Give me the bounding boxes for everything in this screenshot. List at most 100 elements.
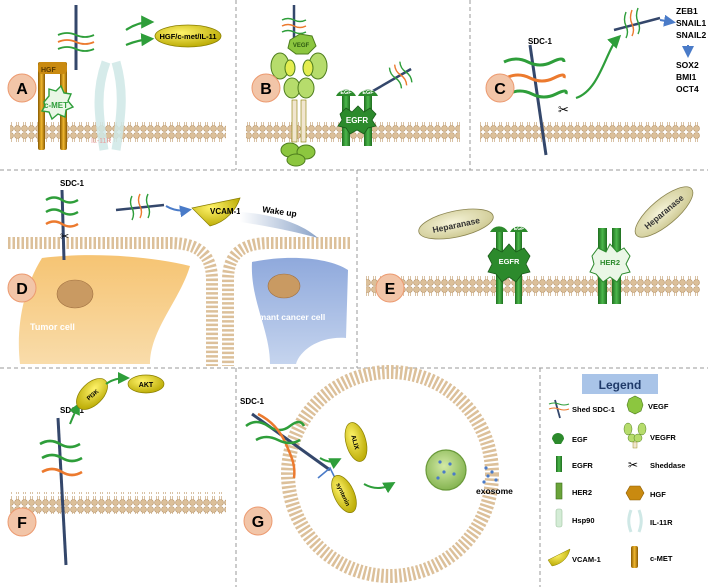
hgf-ligand bbox=[38, 62, 67, 74]
hgf-label: HGF bbox=[41, 67, 57, 74]
sdc1-label-d: SDC-1 bbox=[60, 179, 85, 188]
panel-letter-c-badge bbox=[485, 73, 515, 103]
her2-receptor bbox=[589, 228, 631, 304]
vcam1-ligand bbox=[191, 197, 241, 227]
exosome-release bbox=[482, 466, 498, 484]
legend-label-vegfr: VEGFR bbox=[650, 433, 676, 442]
intraluminal-vesicle bbox=[425, 449, 467, 491]
legend-label-shed-sdc1: Shed SDC-1 bbox=[572, 405, 615, 414]
cell-membrane-c bbox=[480, 120, 700, 142]
panel-c: SDC-1 ✂ ZEB1 SNAIL1 SNAIL2 SOX2 BMI1 OCT… bbox=[480, 6, 707, 156]
cmet-receptor bbox=[38, 62, 45, 150]
pathway-label: HGF/c-met/IL-11 bbox=[159, 32, 216, 41]
her2-icon bbox=[555, 482, 563, 500]
exosome-label: exosome bbox=[476, 486, 513, 496]
tumor-nucleus bbox=[56, 279, 94, 309]
cmet-star bbox=[40, 84, 75, 121]
egfr-label-e: EGFR bbox=[499, 257, 520, 266]
cell-membrane-d-right bbox=[222, 237, 350, 366]
egf-label-e: EGF bbox=[514, 226, 524, 232]
panel-letter-c: C bbox=[494, 81, 506, 98]
panel-letter-b: B bbox=[260, 81, 272, 98]
cell-membrane-f bbox=[10, 492, 226, 514]
legend-label-egf: EGF bbox=[572, 435, 588, 444]
gene-sox2: SOX2 bbox=[676, 60, 699, 70]
panel-letter-g-badge bbox=[243, 506, 273, 536]
sdc1-label-g: SDC-1 bbox=[240, 397, 265, 406]
egf-label-left: EGF bbox=[340, 90, 352, 96]
hsp90-icon bbox=[555, 508, 563, 528]
heparanase-right bbox=[634, 186, 694, 238]
tumor-cell-label: Tumor cell bbox=[30, 322, 75, 332]
panel-b: VEGF EGF EGF EGFR B bbox=[246, 5, 460, 167]
tumor-cell bbox=[18, 255, 191, 364]
panel-letter-g: G bbox=[252, 514, 264, 531]
shed-sdc1-c bbox=[613, 7, 661, 39]
dormant-nucleus bbox=[267, 273, 301, 299]
vcam1-icon bbox=[547, 548, 571, 567]
exosome-cargo bbox=[436, 460, 456, 480]
gene-oct4: OCT4 bbox=[676, 84, 699, 94]
egfr-receptor-e bbox=[487, 226, 531, 304]
shed-sdc1-icon bbox=[548, 399, 570, 419]
akt-label: AKT bbox=[139, 382, 154, 389]
hgf-icon bbox=[625, 485, 645, 501]
legend-label-il11r: IL-11R bbox=[650, 518, 673, 527]
akt-node bbox=[127, 374, 165, 394]
panel-letter-d-badge bbox=[7, 273, 37, 303]
il11r-receptor bbox=[94, 60, 111, 151]
egf-icon bbox=[552, 433, 564, 444]
heparanase-left bbox=[418, 208, 494, 240]
wake-up-arrow bbox=[240, 212, 318, 238]
dormant-cancer-cell bbox=[251, 257, 348, 364]
vegf-icon bbox=[626, 395, 644, 415]
legend-title-box bbox=[582, 374, 658, 394]
panel-letter-b-badge bbox=[251, 73, 281, 103]
panel-a: HGF c-MET IL-11R HGF/c-met/IL-11 A bbox=[7, 5, 226, 151]
sdc1-label-c: SDC-1 bbox=[528, 37, 553, 46]
shed-sdc1-d bbox=[115, 193, 165, 221]
syntenin-node bbox=[331, 475, 357, 513]
scissors-icon-d: ✂ bbox=[60, 231, 69, 243]
gene-snail2: SNAIL2 bbox=[676, 30, 707, 40]
egfr-icon bbox=[556, 456, 562, 472]
vegfr-icon bbox=[623, 422, 647, 449]
legend: Legend ✂ Shed SDC-1 VEGF EGF VEGFR EG bbox=[547, 374, 685, 568]
cmet-icon bbox=[631, 546, 638, 568]
panel-g: SDC-1 ALIX syntenin exosome G bbox=[240, 365, 513, 583]
legend-label-sheddase: Sheddase bbox=[650, 461, 685, 470]
egf-label-right: EGF bbox=[362, 90, 374, 96]
panel-d: Tumor cell Dormant cancer cell SDC-1 ✂ V… bbox=[7, 179, 350, 366]
gene-snail1: SNAIL1 bbox=[676, 18, 707, 28]
her2-label: HER2 bbox=[600, 258, 620, 267]
panel-letter-d: D bbox=[16, 281, 28, 298]
panel-letter-e-badge bbox=[375, 273, 405, 303]
legend-label-hsp90: Hsp90 bbox=[572, 516, 595, 525]
exosome-membrane bbox=[281, 365, 499, 583]
pi3k-node bbox=[76, 378, 108, 410]
alix-label: ALIX bbox=[349, 434, 360, 451]
panel-letter-f: F bbox=[17, 515, 27, 532]
panel-letter-e: E bbox=[385, 281, 396, 298]
scissors-icon-c: ✂ bbox=[558, 102, 569, 117]
cmet-label: c-MET bbox=[44, 101, 68, 110]
cell-membrane-e bbox=[366, 276, 700, 298]
scissors-icon: ✂ bbox=[628, 458, 638, 472]
panel-e: EGFR EGF Heparanase HER2 Heparanase E bbox=[366, 186, 700, 304]
panel-letter-f-badge bbox=[7, 507, 37, 537]
panel-letter-a: A bbox=[16, 81, 28, 98]
legend-label-vegf: VEGF bbox=[648, 402, 669, 411]
hgf-cmet-il11-pathway bbox=[154, 24, 222, 48]
sdc1-core-f bbox=[56, 417, 68, 566]
wake-up-label: Wake up bbox=[262, 204, 298, 219]
panel-f: SDC-1 PI3K AKT F bbox=[7, 372, 226, 566]
dormant-cell-label: Dormant cancer cell bbox=[244, 312, 325, 322]
gene-bmi1: BMI1 bbox=[676, 72, 697, 82]
legend-label-hgf: HGF bbox=[650, 490, 666, 499]
egfr-label: EGFR bbox=[346, 116, 368, 125]
il11r-icon bbox=[627, 509, 643, 533]
legend-label-vcam1: VCAM-1 bbox=[572, 555, 601, 564]
